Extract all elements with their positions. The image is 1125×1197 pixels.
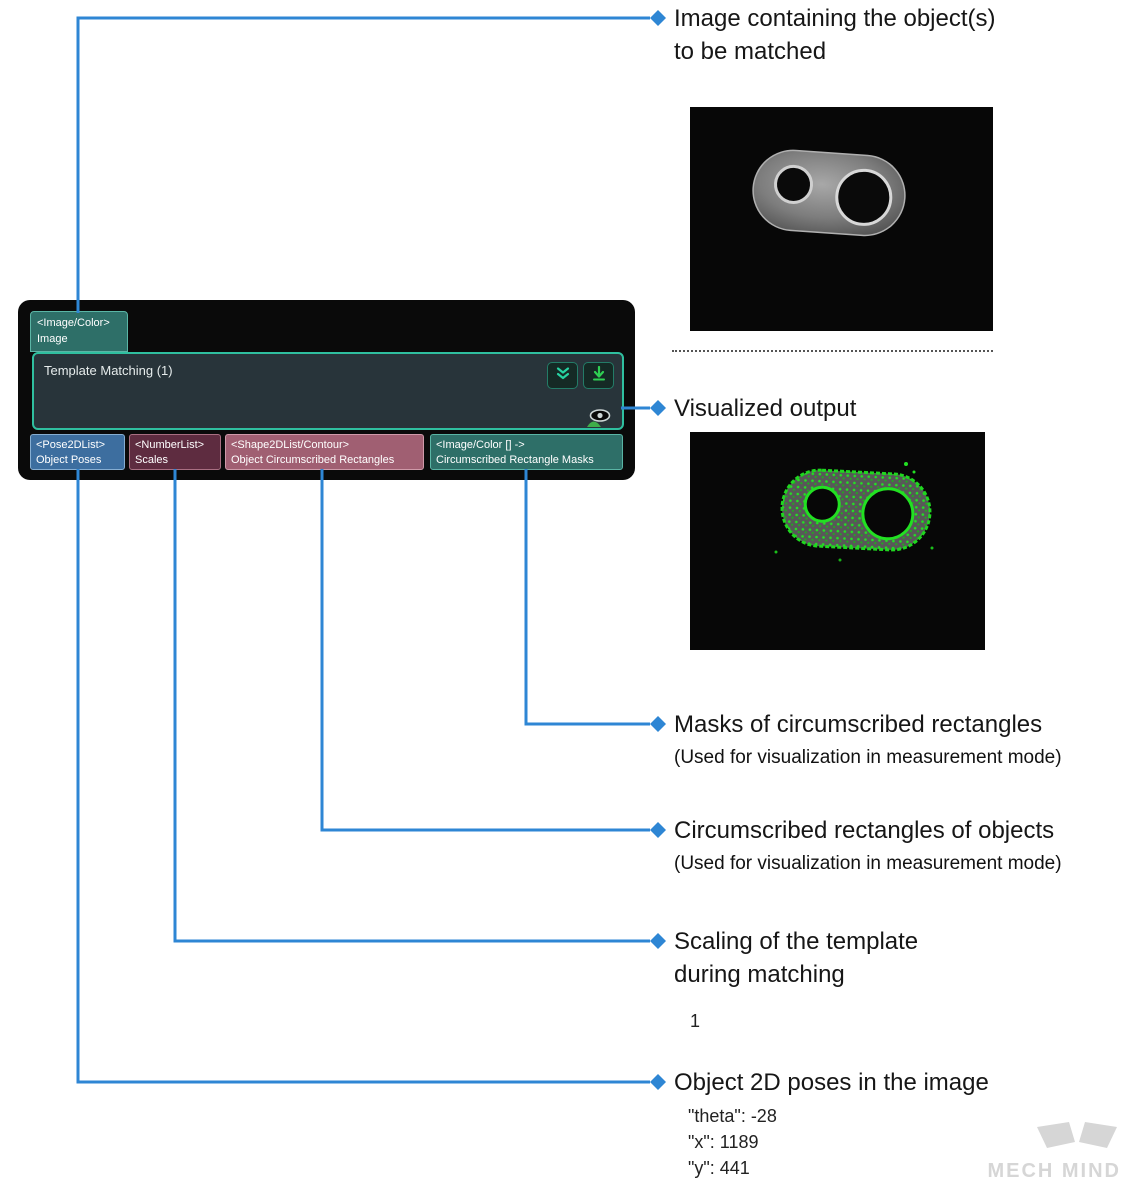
annotation-line: during matching: [674, 961, 845, 988]
chevron-double-down-icon: [555, 366, 571, 386]
connector-rectangles: [320, 469, 650, 832]
annotation-line: Scaling of the template: [674, 928, 919, 955]
diamond-marker: [650, 400, 666, 416]
annotation-masks: Masks of circumscribed rectangles (Used …: [674, 708, 1062, 770]
connector-poses: [76, 469, 650, 1084]
annotation-line: Object 2D poses in the image: [674, 1069, 989, 1096]
annotation-poses: Object 2D poses in the image: [674, 1066, 989, 1099]
annotation-image-input: Image containing the object(s) to be mat…: [674, 2, 996, 68]
annotation-line: Image containing the object(s): [674, 5, 996, 32]
output-port-scales[interactable]: <NumberList> Scales: [129, 434, 221, 470]
visualized-output-preview: [690, 432, 985, 650]
output-port-circumscribed-rectangles[interactable]: <Shape2DList/Contour> Object Circumscrib…: [225, 434, 424, 470]
diamond-marker: [650, 10, 666, 26]
collapse-button[interactable]: [547, 362, 578, 389]
download-button[interactable]: [583, 362, 614, 389]
annotation-visualized-output: Visualized output: [674, 392, 856, 425]
separator-dotted-line: [672, 350, 993, 352]
diamond-marker: [650, 822, 666, 838]
diamond-marker: [650, 1074, 666, 1090]
scaling-value: 1: [690, 1011, 701, 1031]
annotation-line: Visualized output: [674, 395, 857, 422]
node-title: Template Matching (1): [44, 363, 173, 378]
input-image-preview: [690, 107, 993, 331]
mech-mind-logo-text: MECH MIND: [987, 1160, 1121, 1182]
mech-mind-logo-mark-icon: [1033, 1120, 1121, 1155]
diamond-marker: [650, 716, 666, 732]
connector-masks: [524, 469, 650, 726]
port-label: Circumscribed Rectangle Masks: [436, 454, 594, 467]
annotation-subtext: (Used for visualization in measurement m…: [674, 747, 1062, 768]
port-label: Object Poses: [36, 454, 102, 467]
annotation-scaling: Scaling of the template during matching: [674, 925, 918, 991]
output-port-object-poses[interactable]: <Pose2DList> Object Poses: [30, 434, 125, 470]
annotation-line: to be matched: [674, 38, 827, 65]
node-body[interactable]: Template Matching (1): [32, 352, 624, 430]
port-label: Object Circumscribed Rectangles: [231, 454, 395, 467]
pose-values: "theta": -28 "x": 1189 "y": 441: [688, 1103, 777, 1181]
metal-part-photo: [690, 107, 993, 331]
annotation-rectangles: Circumscribed rectangles of objects (Use…: [674, 814, 1062, 876]
arrow-down-icon: [592, 365, 606, 386]
annotation-line: Masks of circumscribed rectangles: [674, 711, 1043, 738]
pose-x: "x": 1189: [688, 1132, 759, 1152]
annotation-subtext: (Used for visualization in measurement m…: [674, 853, 1062, 874]
input-port-label: Image: [37, 332, 68, 345]
port-type: <Pose2DList>: [36, 439, 106, 451]
input-port-image[interactable]: <Image/Color> Image: [30, 311, 128, 352]
connector-image-input: [76, 16, 650, 313]
eye-icon[interactable]: [586, 407, 612, 428]
connector-scales: [173, 469, 650, 943]
node-buttons: [547, 362, 614, 389]
port-type: <Shape2DList/Contour>: [231, 439, 350, 451]
matched-part-green-mask: [690, 432, 985, 650]
port-type: <NumberList>: [135, 439, 205, 451]
pose-y: "y": 441: [688, 1158, 750, 1178]
port-type: <Image/Color [] ->: [436, 439, 525, 451]
output-port-rectangle-masks[interactable]: <Image/Color [] -> Circumscribed Rectang…: [430, 434, 623, 470]
input-port-type: <Image/Color>: [37, 317, 110, 329]
template-matching-node[interactable]: <Image/Color> Image Template Matching (1…: [18, 300, 635, 480]
port-label: Scales: [135, 454, 169, 467]
pose-theta: "theta": -28: [688, 1106, 777, 1126]
mech-mind-logo: MECH MIND: [983, 1120, 1121, 1183]
diamond-marker: [650, 933, 666, 949]
annotation-line: Circumscribed rectangles of objects: [674, 817, 1055, 844]
